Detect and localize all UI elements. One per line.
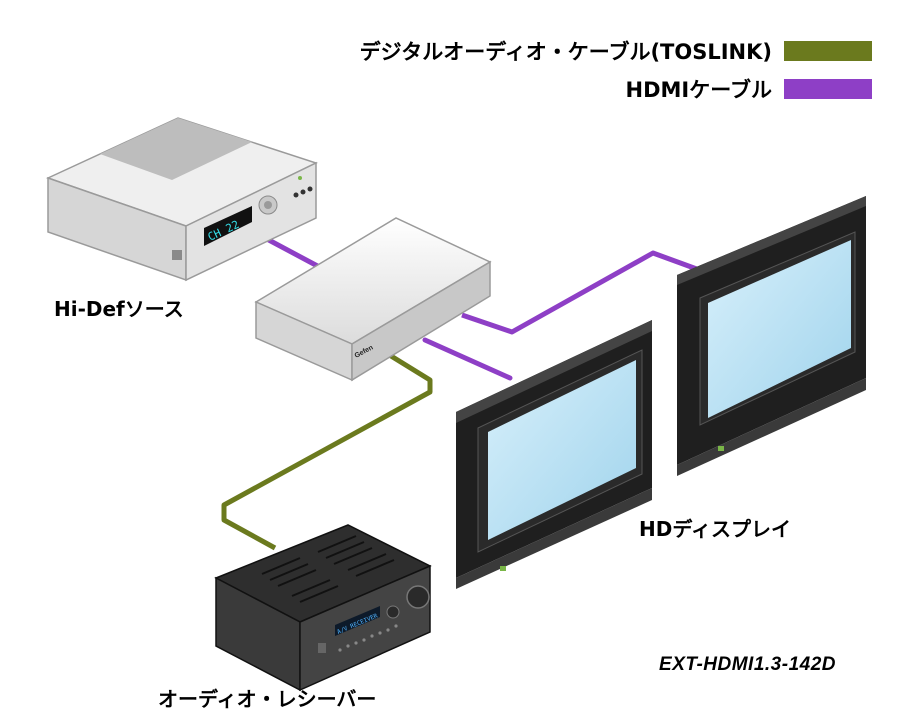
legend-hdmi-label: HDMIケーブル	[625, 78, 772, 102]
source-label: Hi-Defソース	[54, 297, 184, 321]
toslink-cable	[221, 345, 433, 551]
legend-hdmi: HDMIケーブル	[626, 74, 872, 104]
hdmi-splitter-device: Gefen	[254, 217, 492, 382]
av-receiver-device: A/V RECEIVER	[214, 524, 432, 692]
hdmi-cable-display-left	[422, 337, 513, 381]
legend-toslink-swatch	[784, 41, 872, 61]
legend-toslink: デジタルオーディオ・ケーブル(TOSLINK)	[360, 36, 872, 66]
hdmi-cable-display-right	[461, 250, 706, 335]
hidef-source-device: CH 22	[45, 117, 319, 282]
hd-display-right	[677, 196, 866, 476]
hd-display-left	[456, 320, 652, 589]
legend-toslink-label: デジタルオーディオ・ケーブル(TOSLINK)	[359, 40, 772, 64]
model-number: EXT-HDMI1.3-142D	[659, 654, 836, 675]
legend-hdmi-swatch	[784, 79, 872, 99]
receiver-label: オーディオ・レシーバー	[158, 687, 377, 711]
displays-label: HDディスプレイ	[639, 517, 791, 541]
